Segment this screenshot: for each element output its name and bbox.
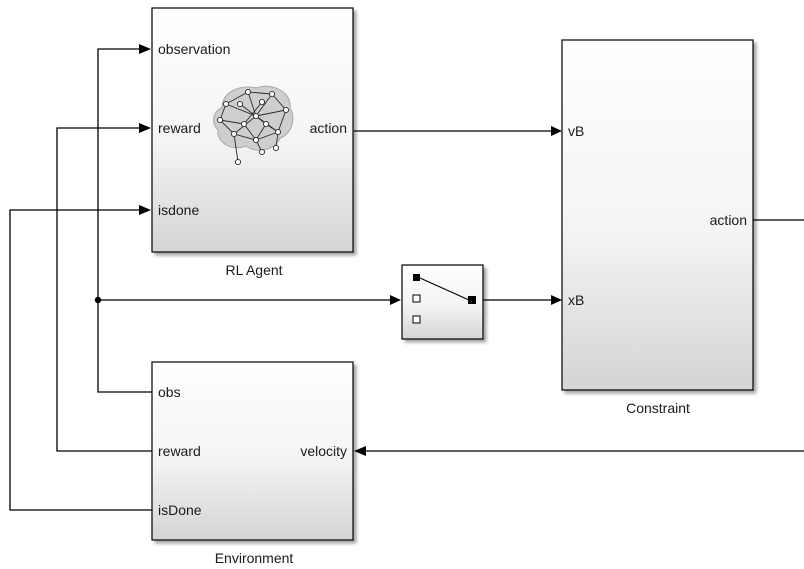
branch-point xyxy=(94,296,102,304)
port-action: action xyxy=(310,120,347,136)
constraint-block[interactable]: vB xB action xyxy=(561,39,754,391)
arrowhead-observation xyxy=(139,44,151,54)
rl-agent-block[interactable]: observation reward isdone action xyxy=(151,7,354,253)
port-vB: vB xyxy=(568,123,584,139)
port-env-reward: reward xyxy=(158,443,201,459)
arrowhead-switch xyxy=(390,295,401,305)
rl-agent-name: RL Agent xyxy=(225,262,282,278)
arrowhead-vB xyxy=(551,126,562,136)
port-velocity: velocity xyxy=(300,443,347,459)
wire-isdone[interactable] xyxy=(9,209,152,511)
port-observation: observation xyxy=(158,41,230,57)
port-isdone: isdone xyxy=(158,202,199,218)
multiport-switch-block[interactable] xyxy=(401,264,484,340)
wire-obs-to-observation[interactable] xyxy=(97,48,152,393)
arrowhead-reward xyxy=(139,123,151,133)
port-reward: reward xyxy=(158,120,201,136)
neural-network-brain-icon xyxy=(213,85,294,166)
port-isDone: isDone xyxy=(158,502,202,518)
switch-icon xyxy=(412,274,476,324)
wire-reward[interactable] xyxy=(56,127,152,452)
constraint-name: Constraint xyxy=(626,400,690,416)
arrowhead-xB xyxy=(551,295,562,305)
environment-block[interactable]: obs reward isDone velocity xyxy=(151,361,354,541)
arrowhead-velocity xyxy=(354,446,366,456)
environment-name: Environment xyxy=(215,550,294,566)
port-obs: obs xyxy=(158,384,181,400)
port-xB: xB xyxy=(568,292,584,308)
signal-lines xyxy=(9,44,804,511)
port-constraint-action: action xyxy=(710,212,747,228)
arrowhead-isdone xyxy=(139,205,151,215)
